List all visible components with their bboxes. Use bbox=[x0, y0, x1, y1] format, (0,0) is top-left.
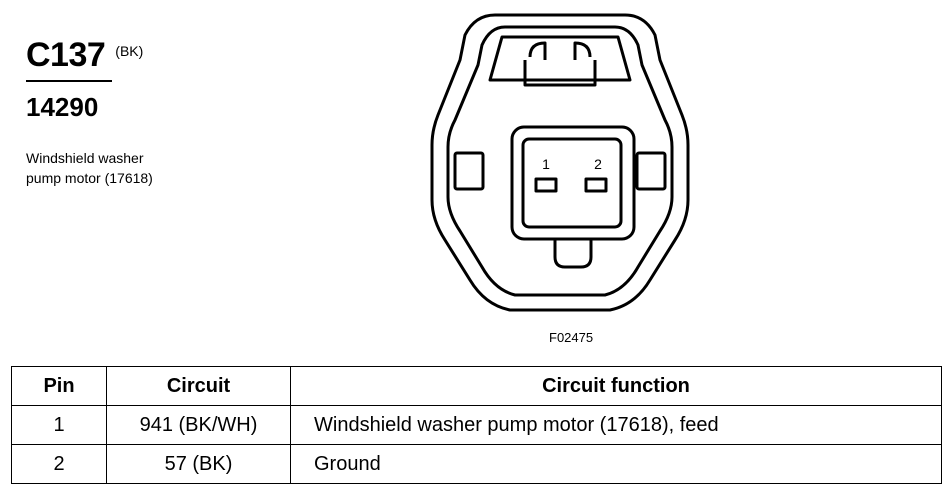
cavity-outer bbox=[510, 125, 636, 241]
right-rib bbox=[635, 151, 667, 191]
cavity-inner bbox=[521, 137, 623, 229]
header-circuit: Circuit bbox=[106, 366, 291, 406]
cell-function: Windshield washer pump motor (17618), fe… bbox=[290, 405, 942, 445]
housing-inner bbox=[446, 25, 674, 297]
cell-circuit: 941 (BK/WH) bbox=[106, 405, 291, 445]
bottom-key bbox=[553, 239, 593, 269]
connector-description: Windshield washer pump motor (17618) bbox=[26, 148, 153, 188]
table-header-row: Pin Circuit Circuit function bbox=[11, 366, 942, 406]
pinout-table: Pin Circuit Circuit function 1 941 (BK/W… bbox=[11, 366, 942, 484]
figure-reference: F02475 bbox=[549, 330, 594, 345]
housing-outer bbox=[430, 13, 690, 312]
cell-function: Ground bbox=[290, 444, 942, 484]
latch-bar bbox=[523, 60, 597, 87]
left-rib bbox=[453, 151, 485, 191]
connector-code: C137 bbox=[26, 36, 106, 74]
latch-bump-left bbox=[528, 41, 547, 60]
pin-slot-2 bbox=[584, 177, 608, 193]
harness-number: 14290 bbox=[26, 92, 99, 122]
cell-circuit: 57 (BK) bbox=[106, 444, 291, 484]
connector-id: C137 (BK) bbox=[26, 36, 143, 75]
connector-color: (BK) bbox=[115, 43, 144, 59]
cell-pin: 1 bbox=[11, 405, 107, 445]
pin-label-1: 1 bbox=[542, 156, 550, 172]
description-line-2: pump motor (17618) bbox=[26, 170, 153, 186]
pin-slot-1 bbox=[534, 177, 558, 193]
pin-label-2: 2 bbox=[594, 156, 602, 172]
header-pin: Pin bbox=[11, 366, 107, 406]
table-row: 1 941 (BK/WH) Windshield washer pump mot… bbox=[11, 405, 942, 445]
connector-face-drawing: 1 2 bbox=[430, 13, 690, 312]
latch-tab bbox=[488, 35, 632, 82]
table-row: 2 57 (BK) Ground bbox=[11, 444, 942, 484]
title-rule bbox=[26, 80, 112, 82]
latch-bump-right bbox=[573, 41, 592, 60]
description-line-1: Windshield washer bbox=[26, 150, 144, 166]
header-function: Circuit function bbox=[290, 366, 942, 406]
cell-pin: 2 bbox=[11, 444, 107, 484]
